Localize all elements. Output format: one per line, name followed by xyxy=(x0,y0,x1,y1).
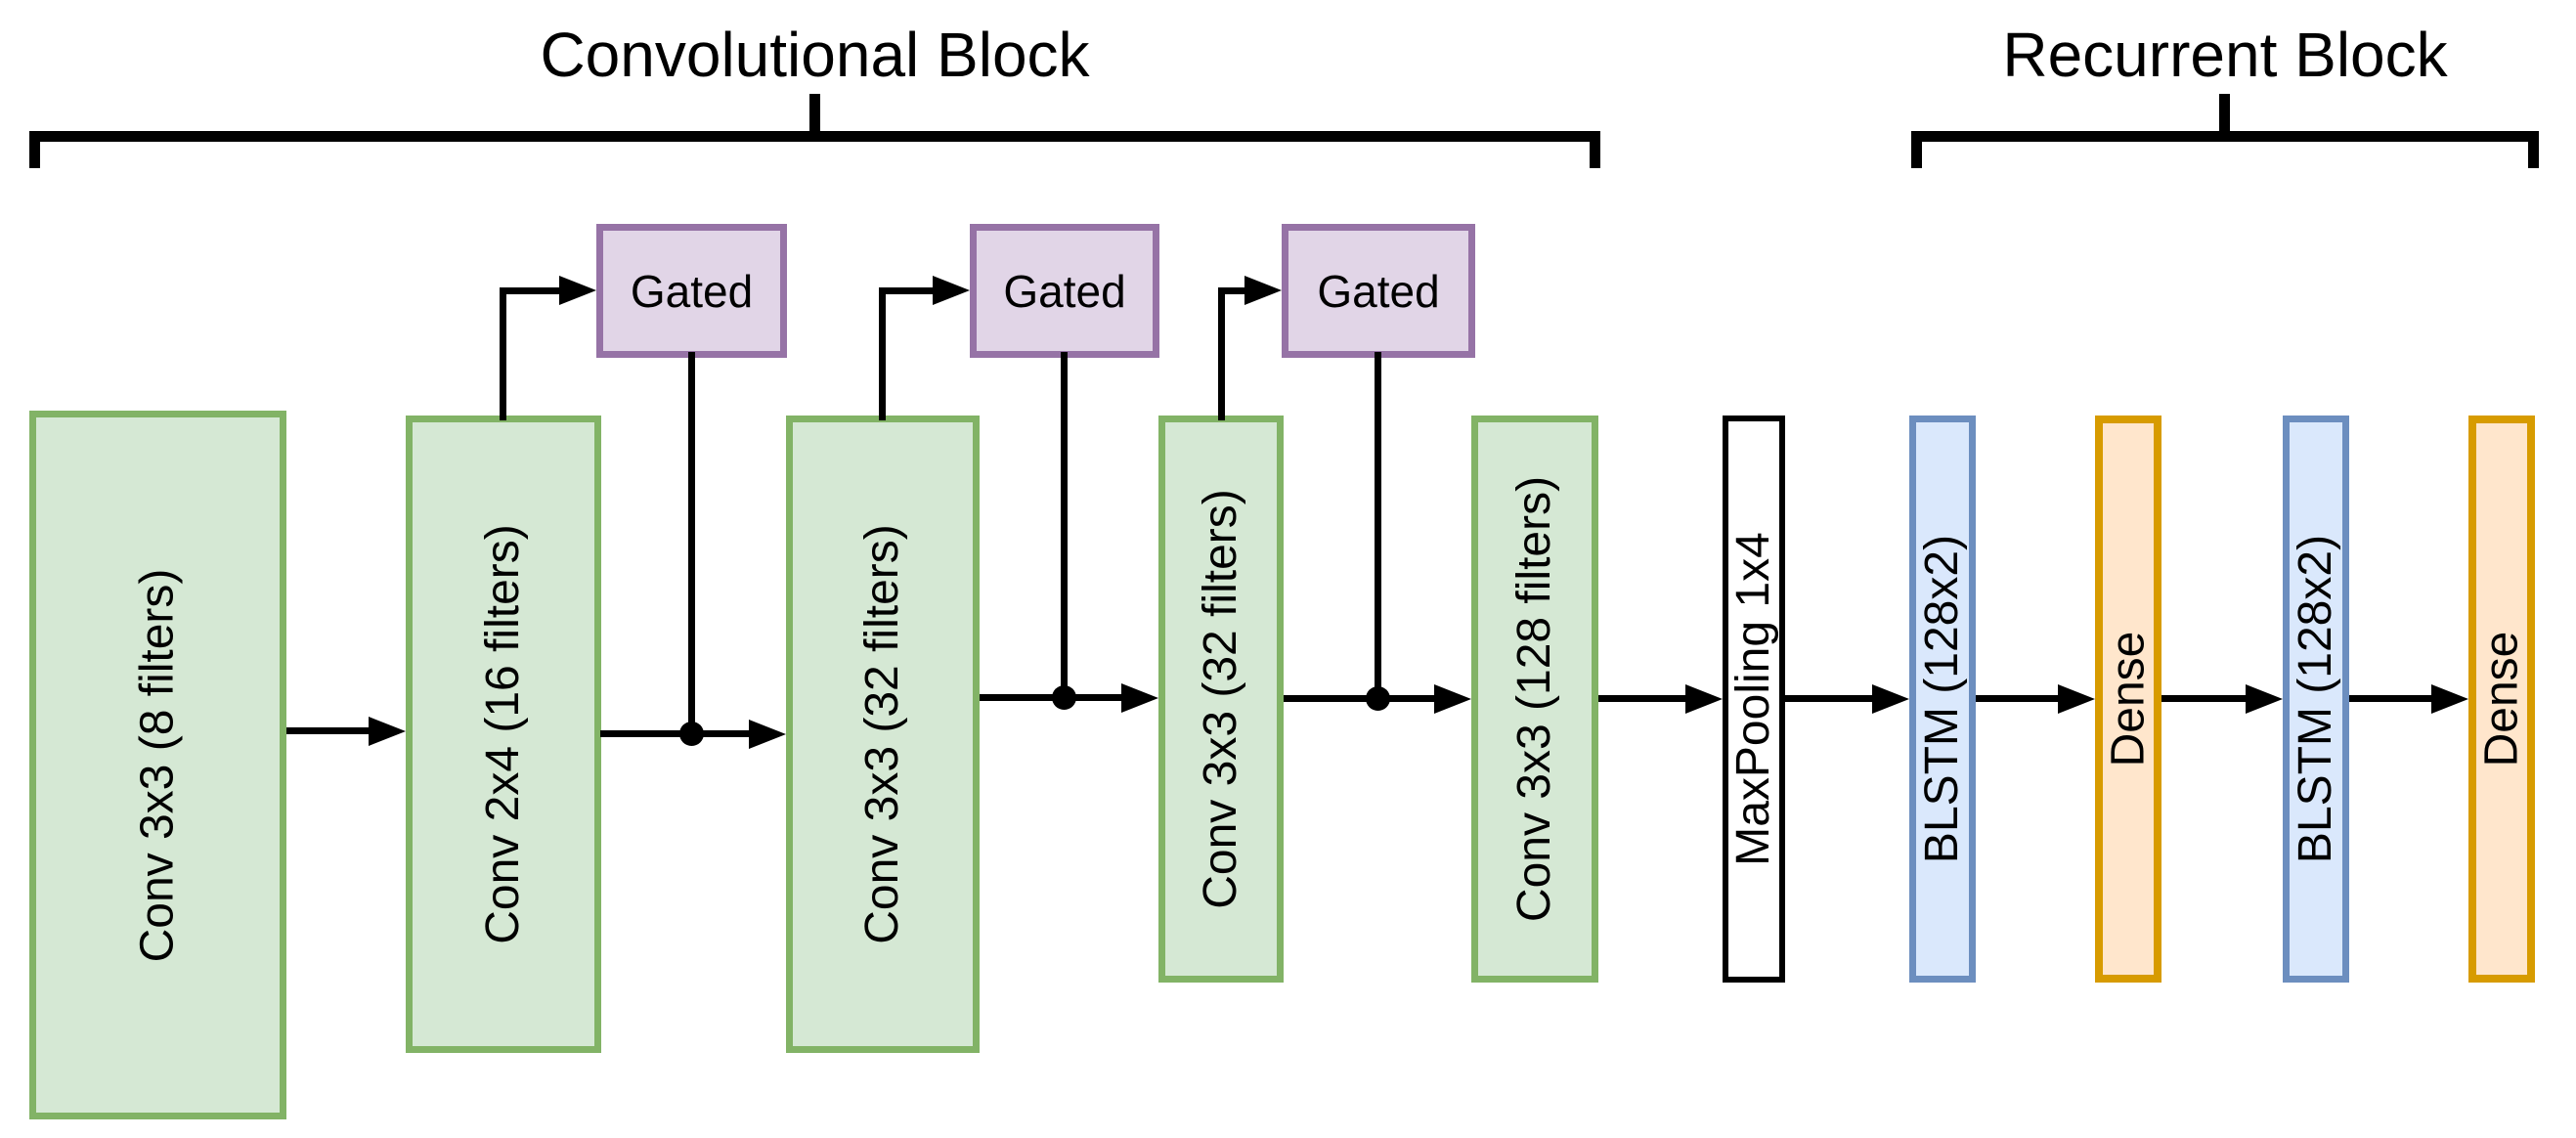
edge-line xyxy=(1284,695,1434,702)
arrowhead-icon xyxy=(1244,276,1282,305)
node-label: Conv 3x3 (8 filters) xyxy=(131,568,184,962)
bracket-rec-center-tick xyxy=(2219,94,2230,131)
bracket-conv-center-tick xyxy=(809,94,820,131)
arrowhead-icon xyxy=(559,276,596,305)
edge-line xyxy=(600,730,749,737)
arrowhead-icon xyxy=(1121,683,1158,713)
edge-line xyxy=(286,727,371,734)
gate-feed-hline xyxy=(500,287,561,294)
arrowhead-icon xyxy=(2246,684,2283,714)
arrowhead-icon xyxy=(1434,684,1471,714)
node-maxpooling-1x4: MaxPooling 1x4 xyxy=(1723,416,1785,983)
gate-feed-hline xyxy=(879,287,935,294)
node-label: Conv 2x4 (16 filters) xyxy=(477,524,529,944)
node-dense-1: Dense xyxy=(2095,416,2161,983)
node-blstm-2: BLSTM (128x2) xyxy=(2283,416,2349,983)
node-dense-2: Dense xyxy=(2468,416,2535,983)
arrowhead-icon xyxy=(749,720,786,749)
node-conv-3x3-32filters-b: Conv 3x3 (32 filters) xyxy=(1158,416,1284,983)
bracket-rec-hline xyxy=(1911,131,2539,142)
junction-dot-2 xyxy=(1052,685,1076,710)
node-conv-3x3-8filters: Conv 3x3 (8 filters) xyxy=(29,411,286,1119)
bracket-conv-right-tick xyxy=(1590,131,1600,168)
title-recurrent-block: Recurrent Block xyxy=(2002,20,2448,90)
title-convolutional-block: Convolutional Block xyxy=(540,20,1090,90)
junction-dot-3 xyxy=(1366,686,1390,711)
bracket-conv-hline xyxy=(29,131,1600,142)
arrowhead-icon xyxy=(1872,684,1909,714)
gate-output-3-vline xyxy=(1375,352,1381,703)
gate-output-2-vline xyxy=(1061,352,1068,702)
node-label: Conv 3x3 (128 filters) xyxy=(1508,475,1560,923)
gate-output-1-vline xyxy=(688,352,695,738)
edge-line xyxy=(1976,695,2058,702)
gate-2: Gated xyxy=(970,224,1159,358)
bracket-rec-right-tick xyxy=(2528,131,2539,168)
gate-feed-vline xyxy=(1218,287,1225,420)
node-label: BLSTM (128x2) xyxy=(1916,534,1968,864)
gate-3: Gated xyxy=(1282,224,1475,358)
arrowhead-icon xyxy=(2431,684,2468,714)
arrowhead-icon xyxy=(1685,684,1723,714)
node-conv-2x4-16filters: Conv 2x4 (16 filters) xyxy=(406,416,601,1053)
edge-line xyxy=(2349,695,2431,702)
gate-feed-vline xyxy=(879,287,886,420)
edge-line xyxy=(1598,695,1685,702)
node-blstm-1: BLSTM (128x2) xyxy=(1909,416,1976,983)
node-label: Dense xyxy=(2102,631,2154,767)
gate-label: Gated xyxy=(1317,265,1440,317)
node-label: BLSTM (128x2) xyxy=(2290,534,2341,864)
gate-feed-hline xyxy=(1218,287,1246,294)
node-label: Dense xyxy=(2475,631,2527,767)
junction-dot-1 xyxy=(679,722,704,746)
gate-1: Gated xyxy=(596,224,787,358)
gate-label: Gated xyxy=(630,265,754,317)
edge-line xyxy=(2161,695,2246,702)
node-conv-3x3-32filters-a: Conv 3x3 (32 filters) xyxy=(786,416,980,1053)
node-label: Conv 3x3 (32 filters) xyxy=(1195,489,1246,909)
arrowhead-icon xyxy=(933,276,970,305)
arrowhead-icon xyxy=(369,717,406,746)
node-conv-3x3-128filters: Conv 3x3 (128 filters) xyxy=(1471,416,1598,983)
node-label: MaxPooling 1x4 xyxy=(1727,532,1779,866)
node-label: Conv 3x3 (32 filters) xyxy=(856,524,908,944)
bracket-rec-left-tick xyxy=(1911,131,1922,168)
gate-label: Gated xyxy=(1003,265,1126,317)
gate-feed-vline xyxy=(500,287,506,420)
arrowhead-icon xyxy=(2058,684,2095,714)
bracket-conv-left-tick xyxy=(29,131,40,168)
edge-line xyxy=(1785,695,1872,702)
